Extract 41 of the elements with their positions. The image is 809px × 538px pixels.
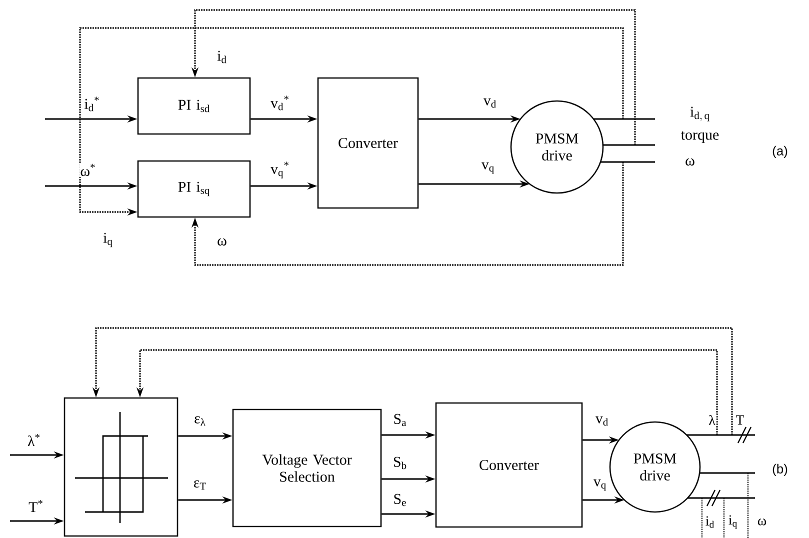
edge-label: ω (216, 237, 228, 247)
edge-label: i$_{d}$ (216, 50, 228, 64)
edge-label: ω$^{*}$ (79, 162, 97, 178)
edge-label: v$_{d}$* (270, 94, 290, 112)
edge-label: S$_{b}$ (392, 456, 408, 470)
panel-label: (b) (771, 462, 789, 478)
edge-label: v$_{q}$* (270, 160, 290, 180)
signal-line (688, 497, 755, 499)
signal-line (686, 434, 755, 436)
signal-line (700, 472, 755, 474)
signal-label: ω (756, 518, 768, 526)
edge-label: v$_{d}$ (482, 97, 498, 109)
panel-label: (a) (771, 144, 789, 160)
edge-label: i$_{d}$* (83, 96, 101, 112)
edge-label: v$_{d}$ (594, 415, 610, 427)
signal-line (600, 161, 655, 163)
signal-line (602, 144, 655, 146)
edge-label: torque (680, 130, 720, 144)
edge-label: i$_{q}$ (102, 232, 114, 248)
process-box: Converter (435, 402, 583, 528)
signal-label: i$_{d}$ (704, 515, 716, 529)
edge-label: ε$_{T}$ (192, 479, 208, 491)
feedback-arrow (191, 162, 624, 266)
process-box: PI i$_{sq}$ (137, 160, 251, 218)
signal-label: T (734, 414, 746, 426)
process-box: Voltage Vector Selection (232, 408, 382, 528)
signal-line (594, 118, 655, 120)
signal-label: i$_{q}$ (727, 514, 739, 530)
process-box: Converter (317, 77, 419, 209)
edge-label: S$_{e}$ (392, 492, 408, 508)
hysteresis-box (64, 397, 178, 537)
edge-label: v$_{q}$ (480, 161, 496, 175)
process-box: PI i$_{sd}$ (137, 77, 251, 135)
edge-label: ε$_{λ}$ (193, 415, 207, 427)
signal-label: λ (708, 414, 716, 426)
edge-label: S$_{a}$ (392, 412, 408, 428)
edge-label: $\mathrm{i}_{\mathrm{d,\,q}}$ (688, 106, 712, 122)
edge-label: T$^{*}$ (28, 498, 44, 514)
edge-label: ω (684, 157, 696, 167)
edge-label: λ$^{*}$ (26, 432, 42, 448)
edge-label: v$_{q}$ (592, 478, 608, 492)
